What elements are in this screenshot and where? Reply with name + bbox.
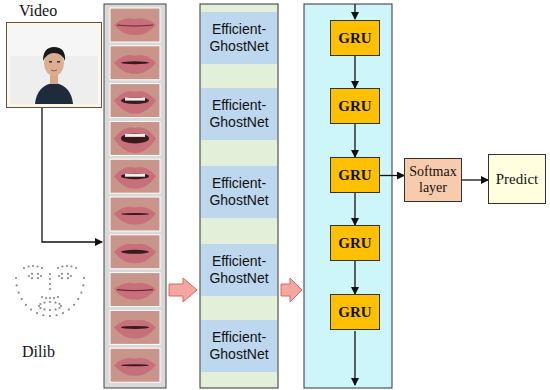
video-line (42, 108, 102, 242)
lip-frame (110, 235, 160, 269)
flow-connector (354, 261, 355, 294)
node-label: Efficient- GhostNet (205, 329, 273, 364)
lip-frame (110, 121, 160, 155)
lip-frames (110, 8, 160, 382)
lip-frame (110, 46, 160, 80)
node-label: Efficient- GhostNet (205, 21, 273, 56)
lip-frame (110, 159, 160, 193)
tool-label: Dilib (22, 343, 55, 361)
cnn-block: Efficient- GhostNet (201, 166, 277, 218)
node-label: GRU (338, 167, 371, 184)
node-label: GRU (338, 304, 371, 321)
flow-connector (354, 124, 355, 157)
lip-frame (110, 84, 160, 118)
video-still (7, 23, 101, 107)
flow-arrow (169, 278, 197, 302)
node-label: Efficient- GhostNet (205, 175, 273, 210)
flow-connector (354, 193, 355, 225)
node-label: Predict (496, 171, 539, 188)
node-label: GRU (338, 30, 371, 47)
gru-cell: GRU (330, 294, 380, 330)
cnn-block: Efficient- GhostNet (201, 320, 277, 372)
cnn-block: Efficient- GhostNet (201, 244, 277, 296)
gru-cell: GRU (330, 88, 380, 124)
flow-arrow (281, 278, 302, 302)
gru-cell: GRU (330, 225, 380, 261)
video-title: Video (19, 2, 57, 20)
flow-connector (380, 175, 404, 176)
softmax-box: Softmax layer (404, 158, 462, 202)
lip-frame (110, 348, 160, 382)
gru-cell: GRU (330, 20, 380, 56)
face-landmarks (15, 265, 85, 317)
gru-cell: GRU (330, 157, 380, 193)
video-frame: Video (6, 22, 102, 108)
gru-input-arrow (354, 4, 355, 19)
cnn-block: Efficient- GhostNet (201, 12, 277, 64)
node-label: Softmax layer (408, 164, 458, 196)
flow-connector (462, 179, 488, 180)
lip-frame (110, 197, 160, 231)
node-label: GRU (338, 98, 371, 115)
node-label: Efficient- GhostNet (205, 97, 273, 132)
output-box: Predict (488, 154, 546, 204)
lip-frame (110, 310, 160, 344)
lip-frame (110, 273, 160, 307)
lip-frame (110, 8, 160, 42)
cnn-panel (200, 4, 278, 388)
gru-output-arrow (354, 331, 355, 385)
frame-panel (104, 4, 166, 388)
cnn-block: Efficient- GhostNet (201, 88, 277, 140)
gru-panel (304, 4, 392, 388)
flow-connector (354, 56, 355, 88)
node-label: GRU (338, 235, 371, 252)
node-label: Efficient- GhostNet (205, 253, 273, 288)
